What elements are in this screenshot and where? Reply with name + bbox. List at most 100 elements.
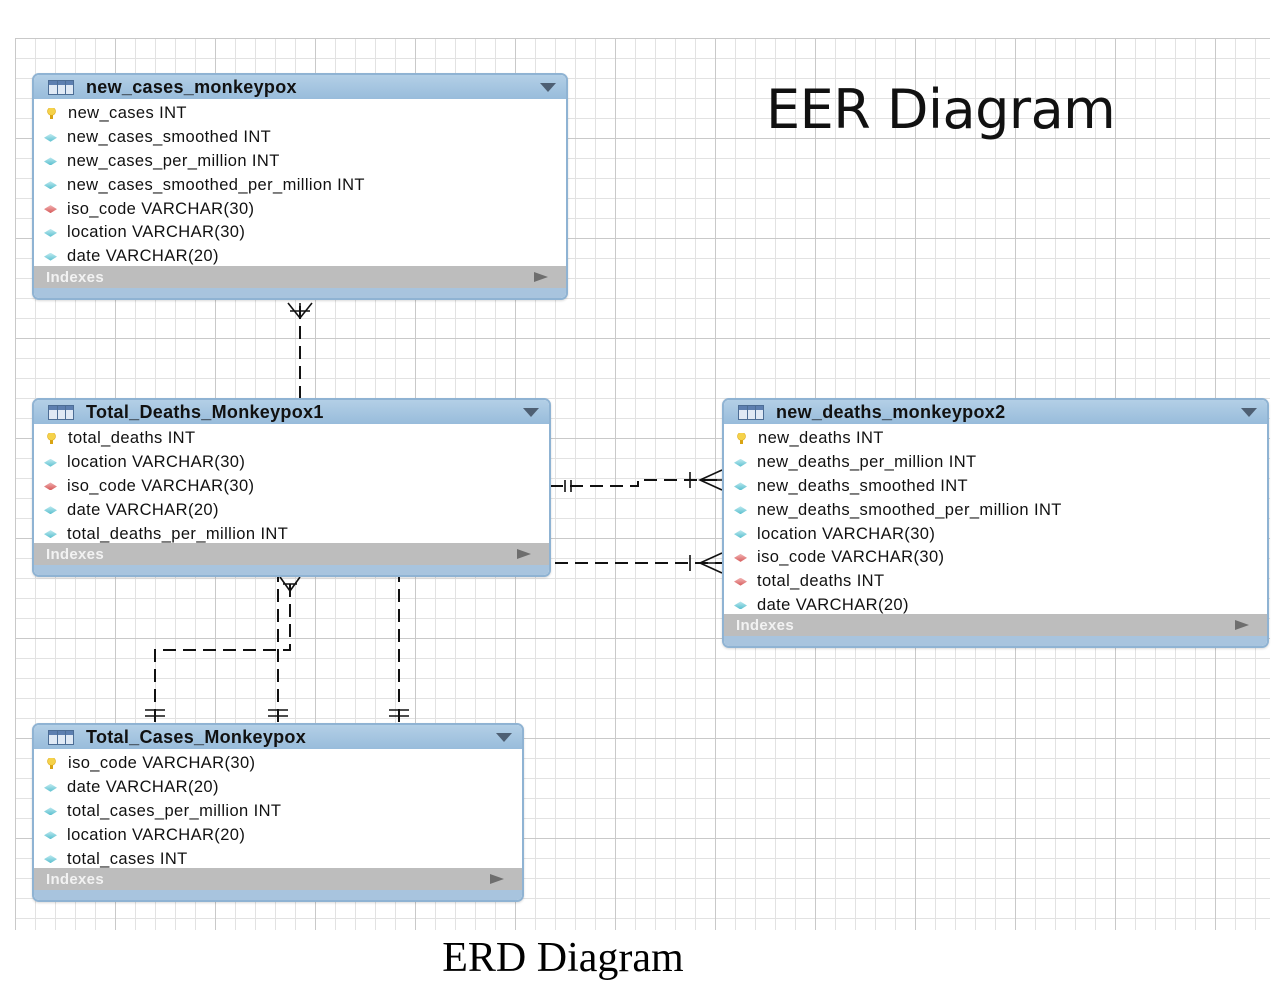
- column-row[interactable]: date VARCHAR(20): [34, 498, 549, 522]
- diamond-red-icon: [734, 553, 747, 562]
- column-row[interactable]: location VARCHAR(30): [34, 451, 549, 475]
- one-marker: [389, 709, 409, 717]
- indexes-bar[interactable]: Indexes: [724, 614, 1267, 636]
- column-row[interactable]: iso_code VARCHAR(30): [34, 752, 522, 776]
- crowfoot-many-marker: [689, 469, 723, 491]
- column-row[interactable]: new_deaths_per_million INT: [724, 451, 1267, 475]
- one-marker: [564, 480, 572, 492]
- one-marker: [145, 709, 165, 717]
- column-row[interactable]: total_cases INT: [34, 847, 522, 871]
- diamond-blue-icon: [44, 831, 57, 840]
- column-label: location VARCHAR(30): [67, 453, 246, 472]
- indexes-label: Indexes: [46, 268, 104, 286]
- expand-indexes-icon[interactable]: [517, 549, 531, 559]
- column-row[interactable]: iso_code VARCHAR(30): [34, 475, 549, 499]
- chevron-down-icon[interactable]: [540, 82, 556, 92]
- entity-header[interactable]: new_deaths_monkeypox2: [724, 400, 1267, 424]
- column-row[interactable]: date VARCHAR(20): [34, 245, 566, 269]
- column-row[interactable]: new_deaths_smoothed_per_million INT: [724, 498, 1267, 522]
- column-label: new_deaths_smoothed INT: [757, 476, 968, 495]
- entity-footer: Indexes: [34, 543, 549, 575]
- column-row[interactable]: location VARCHAR(30): [724, 522, 1267, 546]
- table-icon: [48, 729, 74, 745]
- column-label: location VARCHAR(30): [67, 223, 246, 242]
- column-label: date VARCHAR(20): [757, 595, 909, 614]
- expand-indexes-icon[interactable]: [534, 272, 548, 282]
- entity-title: new_cases_monkeypox: [86, 76, 297, 97]
- diamond-blue-icon: [734, 530, 747, 539]
- entity-new-deaths[interactable]: new_deaths_monkeypox2 new_deaths INT new_…: [722, 398, 1269, 648]
- column-label: new_deaths_per_million INT: [757, 453, 977, 472]
- key-icon: [47, 108, 56, 120]
- diamond-blue-icon: [44, 252, 57, 261]
- diamond-blue-icon: [734, 506, 747, 515]
- indexes-label: Indexes: [736, 616, 794, 634]
- diamond-blue-icon: [44, 783, 57, 792]
- entity-total-cases[interactable]: Total_Cases_Monkeypox iso_code VARCHAR(3…: [32, 723, 524, 902]
- indexes-label: Indexes: [46, 545, 104, 563]
- indexes-bar[interactable]: Indexes: [34, 543, 549, 565]
- expand-indexes-icon[interactable]: [1235, 620, 1249, 630]
- column-row[interactable]: iso_code VARCHAR(30): [724, 546, 1267, 570]
- column-row[interactable]: new_deaths_smoothed INT: [724, 475, 1267, 499]
- diamond-blue-icon: [44, 530, 57, 539]
- diamond-blue-icon: [44, 506, 57, 515]
- entity-header[interactable]: new_cases_monkeypox: [34, 75, 566, 99]
- diamond-blue-icon: [44, 807, 57, 816]
- column-row[interactable]: date VARCHAR(20): [34, 776, 522, 800]
- column-row[interactable]: total_deaths INT: [34, 427, 549, 451]
- column-label: new_deaths INT: [758, 429, 884, 448]
- indexes-label: Indexes: [46, 870, 104, 888]
- page-title: EER Diagram: [766, 78, 1116, 141]
- indexes-bar[interactable]: Indexes: [34, 266, 566, 288]
- chevron-down-icon[interactable]: [523, 407, 539, 417]
- diamond-red-icon: [44, 205, 57, 214]
- crowfoot-many-marker: [287, 302, 313, 320]
- column-row[interactable]: total_deaths INT: [724, 570, 1267, 594]
- column-row[interactable]: iso_code VARCHAR(30): [34, 197, 566, 221]
- chevron-down-icon[interactable]: [496, 732, 512, 742]
- column-label: new_cases_smoothed INT: [67, 128, 272, 147]
- key-icon: [47, 758, 56, 770]
- diamond-red-icon: [734, 577, 747, 586]
- column-label: iso_code VARCHAR(30): [757, 548, 945, 567]
- expand-indexes-icon[interactable]: [490, 874, 504, 884]
- entity-header[interactable]: Total_Deaths_Monkeypox1: [34, 400, 549, 424]
- column-row[interactable]: new_cases_per_million INT: [34, 150, 566, 174]
- diamond-blue-icon: [44, 458, 57, 467]
- column-row[interactable]: new_cases INT: [34, 102, 566, 126]
- column-row[interactable]: total_deaths_per_million INT: [34, 522, 549, 546]
- column-row[interactable]: date VARCHAR(20): [724, 594, 1267, 618]
- crowfoot-many-marker: [689, 552, 723, 574]
- diamond-blue-icon: [44, 157, 57, 166]
- column-row[interactable]: total_cases_per_million INT: [34, 800, 522, 824]
- attribute-list: new_cases INT new_cases_smoothed INT new_c…: [34, 99, 566, 269]
- indexes-bar[interactable]: Indexes: [34, 868, 522, 890]
- column-row[interactable]: new_deaths INT: [724, 427, 1267, 451]
- column-label: iso_code VARCHAR(30): [68, 754, 256, 773]
- entity-title: Total_Cases_Monkeypox: [86, 726, 307, 747]
- table-icon: [48, 404, 74, 420]
- column-row[interactable]: location VARCHAR(30): [34, 221, 566, 245]
- column-label: total_deaths_per_million INT: [67, 524, 289, 543]
- column-label: location VARCHAR(20): [67, 825, 246, 844]
- relationship-line-total-cases-total-deaths-1: [154, 576, 291, 722]
- column-label: total_deaths INT: [757, 572, 885, 591]
- column-row[interactable]: new_cases_smoothed_per_million INT: [34, 173, 566, 197]
- entity-header[interactable]: Total_Cases_Monkeypox: [34, 725, 522, 749]
- diamond-blue-icon: [44, 133, 57, 142]
- entity-title: new_deaths_monkeypox2: [776, 401, 1006, 422]
- column-label: location VARCHAR(30): [757, 524, 936, 543]
- column-label: new_cases INT: [68, 104, 187, 123]
- diamond-blue-icon: [44, 855, 57, 864]
- chevron-down-icon[interactable]: [1241, 407, 1257, 417]
- table-icon: [48, 79, 74, 95]
- column-row[interactable]: location VARCHAR(20): [34, 823, 522, 847]
- crowfoot-many-marker: [279, 576, 301, 593]
- entity-footer: Indexes: [724, 614, 1267, 646]
- entity-total-deaths[interactable]: Total_Deaths_Monkeypox1 total_deaths INT…: [32, 398, 551, 577]
- column-row[interactable]: new_cases_smoothed INT: [34, 126, 566, 150]
- table-icon: [738, 404, 764, 420]
